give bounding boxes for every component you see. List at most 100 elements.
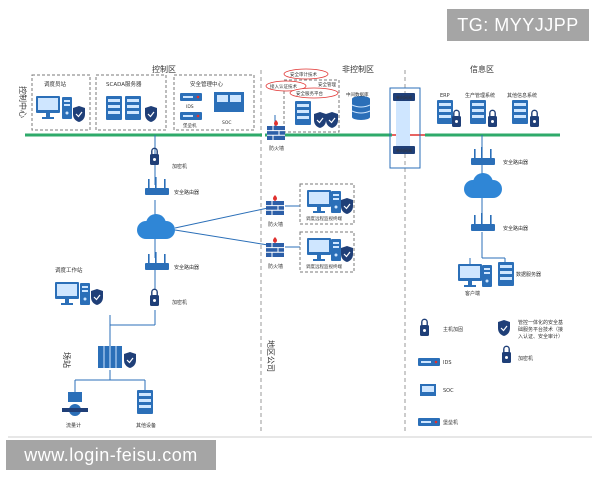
legend-platform-label: 管控一体化的安全基 础服务平台技术（接 入认证、安全审计） bbox=[518, 319, 565, 340]
zone-label-control-center: 控制中心 bbox=[18, 86, 28, 118]
security-service-box bbox=[283, 79, 340, 133]
legend-encryptor-icon bbox=[501, 345, 512, 364]
legend: 主机加固 IDS SOC 堡垒机 管控一体化的安全基 础服务平台技术（接 入认证… bbox=[418, 318, 565, 426]
dispatch-station-label: 调度员站 bbox=[44, 80, 67, 88]
legend-platform-shield-icon bbox=[497, 319, 511, 337]
erp-label: ERP bbox=[440, 93, 450, 99]
dispatch-workstation-shield-icon bbox=[90, 288, 104, 306]
production-lock-icon bbox=[487, 109, 498, 128]
iso-gateway-bottom-label: 单向网闸 bbox=[396, 147, 412, 153]
production-mgmt-label: 生产管理系统 bbox=[465, 92, 495, 99]
router-icon-4 bbox=[471, 213, 495, 231]
remote-terminal-monitor-icon-1 bbox=[307, 190, 331, 213]
iso-gateway-bottom-icon bbox=[393, 146, 415, 154]
legend-host-hardening-icon bbox=[419, 318, 430, 337]
other-info-label: 其他信息系统 bbox=[507, 92, 537, 99]
scada-server-icon-2 bbox=[125, 96, 141, 120]
other-info-server-icon bbox=[512, 100, 528, 124]
firewall-icon-remote-1 bbox=[265, 194, 285, 216]
fortress-device-icon bbox=[180, 112, 202, 120]
remote-terminal-label-1: 调度远程监视终端 bbox=[306, 215, 342, 222]
fortress-label: 堡垒机 bbox=[183, 122, 197, 129]
router-icon-3 bbox=[471, 147, 495, 165]
access-auth-label: 接入认证技术 bbox=[270, 83, 297, 90]
security-center-box bbox=[173, 74, 255, 131]
data-server-label: 数据服务器 bbox=[516, 271, 541, 278]
legend-ids-icon bbox=[418, 358, 440, 366]
router-label-2: 安全路由器 bbox=[174, 264, 199, 271]
zone-label-noncontrol-area: 非控制区 bbox=[342, 64, 374, 74]
zone-label-field-station: 场站 bbox=[62, 352, 72, 368]
firewall-icon-remote-2 bbox=[265, 236, 285, 258]
dispatch-workstation-monitor-icon bbox=[55, 282, 79, 305]
dispatch-workstation-tower-icon bbox=[80, 283, 90, 305]
remote-terminal-shield-icon-1 bbox=[340, 197, 354, 215]
midstream-database-icon bbox=[351, 96, 371, 120]
security-service-shield-icon-1 bbox=[313, 111, 327, 129]
midstream-db-label: 中间数据库 bbox=[346, 91, 369, 98]
watermark-bottom: www.login-feisu.com bbox=[6, 440, 216, 470]
remote-terminal-shield-icon-2 bbox=[340, 245, 354, 263]
security-admin-label: 安全管理 bbox=[318, 81, 336, 88]
audit-tech-label: 安全审计技术 bbox=[290, 71, 317, 78]
legend-ids-label: IDS bbox=[443, 360, 452, 366]
production-mgmt-server-icon bbox=[470, 100, 486, 124]
remote-terminal-tower-icon-2 bbox=[331, 239, 341, 261]
client-tower-icon bbox=[482, 265, 492, 287]
router-label-4: 安全路由器 bbox=[503, 225, 528, 232]
zone-label-control-area: 控制区 bbox=[152, 64, 176, 74]
encryptor-icon-2 bbox=[149, 288, 160, 307]
remote-terminal-box-1 bbox=[299, 183, 355, 225]
scada-shield-icon bbox=[144, 105, 158, 123]
client-label: 客户端 bbox=[465, 290, 480, 297]
scada-server-box bbox=[95, 74, 167, 131]
ids-device-icon bbox=[180, 93, 202, 101]
ids-label: IDS bbox=[186, 104, 194, 110]
router-label-1: 安全路由器 bbox=[174, 189, 199, 196]
other-info-lock-icon bbox=[529, 109, 540, 128]
firewall-label-1: 防火墙 bbox=[269, 145, 284, 152]
dispatch-shield-icon bbox=[72, 105, 86, 123]
firewall-label-3: 防火墙 bbox=[268, 263, 283, 270]
firewall-icon-noncontrol bbox=[266, 119, 286, 141]
security-center-label: 安全管理中心 bbox=[190, 80, 224, 88]
dispatch-station-box bbox=[31, 74, 91, 131]
field-switch-shield-icon bbox=[123, 351, 137, 369]
remote-terminal-label-2: 调度远程监视终端 bbox=[306, 263, 342, 270]
erp-lock-icon bbox=[451, 109, 462, 128]
audit-tech-tag bbox=[283, 68, 329, 80]
dispatch-workstation-label: 调度工作站 bbox=[55, 266, 83, 274]
encryptor-label-1: 加密机 bbox=[172, 163, 187, 170]
remote-terminal-tower-icon-1 bbox=[331, 191, 341, 213]
network-cloud-icon-control bbox=[137, 214, 175, 239]
flow-meter-label: 流量计 bbox=[66, 422, 81, 429]
firewall-label-2: 防火墙 bbox=[268, 221, 283, 228]
security-service-label: 安全服务平台 bbox=[296, 90, 323, 97]
client-monitor-icon bbox=[458, 264, 482, 287]
security-service-server-icon bbox=[295, 101, 311, 125]
zone-label-district-company: 地区公司 bbox=[266, 340, 276, 372]
scada-server-label: SCADA服务器 bbox=[106, 80, 142, 88]
router-icon-1 bbox=[145, 177, 169, 195]
data-server-icon bbox=[498, 262, 514, 286]
erp-server-icon bbox=[437, 100, 453, 124]
other-device-icon bbox=[137, 390, 153, 414]
router-icon-2 bbox=[145, 252, 169, 270]
iso-gateway-group bbox=[389, 87, 421, 169]
access-auth-tag bbox=[265, 80, 307, 92]
watermark-top: TG: MYYJJPP bbox=[447, 9, 589, 41]
flow-meter-icon bbox=[62, 392, 88, 416]
legend-encryptor-label: 加密机 bbox=[518, 355, 533, 362]
soc-label: SOC bbox=[222, 120, 232, 126]
legend-soc-label: SOC bbox=[443, 388, 454, 394]
remote-terminal-box-2 bbox=[299, 231, 355, 273]
zone-label-info-area: 信息区 bbox=[470, 64, 494, 74]
legend-fortress-icon bbox=[418, 418, 440, 426]
legend-fortress-label: 堡垒机 bbox=[443, 419, 458, 426]
security-service-tag bbox=[289, 87, 339, 99]
dispatch-monitor-icon bbox=[36, 96, 60, 119]
iso-gateway-top-icon bbox=[393, 93, 415, 101]
dispatch-tower-icon bbox=[62, 97, 72, 119]
remote-terminal-monitor-icon-2 bbox=[307, 238, 331, 261]
